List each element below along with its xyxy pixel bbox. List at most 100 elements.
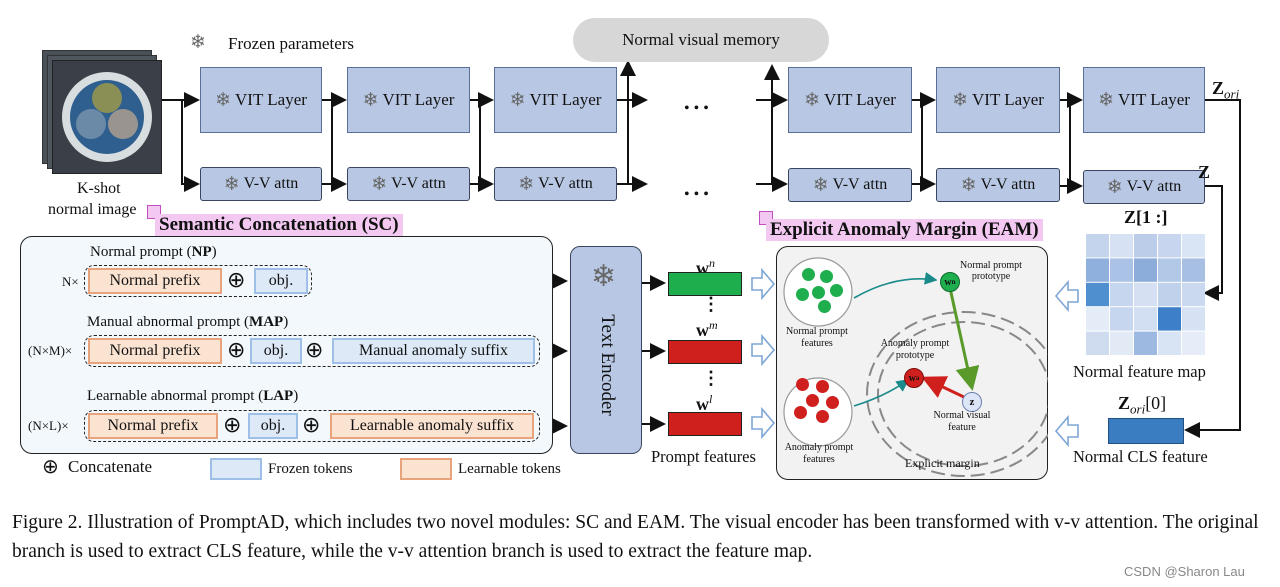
normal-feature-map [1086, 234, 1205, 355]
input-image-stack [42, 50, 164, 176]
normal-dot [796, 288, 809, 301]
lap-multiplier: (N×L)× [28, 418, 69, 433]
snowflake-icon: ❄ [190, 32, 206, 53]
anomaly-proto-label: Anomaly prompt prototype [880, 338, 950, 361]
figure-caption: Figure 2. Illustration of PromptAD, whic… [12, 512, 1259, 562]
normal-dot [812, 286, 825, 299]
np-multiplier: N× [62, 274, 79, 289]
anomaly-dot [816, 410, 829, 423]
map-obj: obj. [250, 338, 302, 364]
np-obj: obj. [254, 268, 308, 294]
eam-tag: Explicit Anomaly Margin (EAM) [766, 219, 1043, 241]
concat-legend-icon: ⊕ [42, 454, 59, 478]
learnable-token-swatch [400, 458, 452, 480]
vit-layer-2: ❄VIT Layer [347, 67, 470, 133]
vit-layer-4: ❄VIT Layer [788, 67, 912, 133]
normal-features-label: Normal prompt features [786, 326, 848, 349]
z-label: Z [1198, 162, 1211, 182]
heatmap-cell [1086, 234, 1109, 258]
vit-layer-6: ❄VIT Layer [1083, 67, 1205, 133]
map-manual-suffix: Manual anomaly suffix [332, 338, 535, 364]
input-label-line1: K-shot [77, 180, 121, 197]
heatmap-cell [1158, 282, 1181, 307]
anomaly-dot [794, 406, 807, 419]
heatmap-cell [1110, 234, 1133, 258]
heatmap-cell [1086, 331, 1109, 355]
heatmap-cell [1134, 234, 1157, 258]
concat-icon: ⊕ [302, 413, 321, 438]
cable-image [52, 60, 162, 174]
snowflake-icon: ❄ [952, 89, 968, 111]
wm-label: wm [696, 318, 718, 340]
anomaly-dot [806, 394, 819, 407]
np-title: Normal prompt (NP) [90, 244, 217, 260]
vit-layer-1: ❄VIT Layer [200, 67, 322, 133]
snowflake-icon: ❄ [509, 89, 526, 111]
ellipsis-bottom: • • • [684, 186, 709, 203]
sc-tag: Semantic Concatenation (SC) [155, 214, 403, 236]
snowflake-icon: ❄ [362, 89, 379, 111]
wl-feature [668, 412, 742, 436]
heatmap-cell [1134, 331, 1157, 355]
heatmap-cell [1182, 282, 1205, 307]
vdots-2: ⋮ [702, 368, 720, 388]
frozen-token-swatch [210, 458, 262, 480]
anomaly-dot [796, 378, 809, 391]
vit-layer-3: ❄VIT Layer [494, 67, 617, 133]
lap-learnable-suffix: Learnable anomaly suffix [330, 413, 534, 439]
anomaly-dot [816, 380, 829, 393]
snowflake-icon: ❄ [1098, 89, 1114, 111]
z-cls-label: Zori[0] [1118, 393, 1167, 417]
heatmap-cell [1158, 234, 1181, 258]
heatmap-cell [1182, 307, 1205, 331]
text-encoder: ❄ Text Encoder [570, 246, 642, 454]
normal-dot [820, 270, 833, 283]
vv-attn-6: ❄V-V attn [1083, 170, 1205, 204]
snowflake-icon: ❄ [804, 89, 820, 111]
heatmap-cell [1086, 307, 1109, 331]
map-multiplier: (N×M)× [28, 343, 73, 358]
lap-row [84, 410, 540, 442]
concat-icon: ⊕ [305, 338, 324, 363]
heatmap-cell [1086, 258, 1109, 282]
heatmap-cell [1158, 331, 1181, 355]
map-title: Manual abnormal prompt (MAP) [87, 314, 289, 330]
snowflake-icon: ❄ [591, 260, 617, 293]
cls-feature-bar [1108, 418, 1184, 444]
normal-visual-label: Normal visual feature [933, 410, 991, 433]
wl-label: wl [696, 392, 713, 414]
concat-icon: ⊕ [227, 268, 246, 293]
heatmap-cell [1182, 258, 1205, 282]
normal-proto-label: Normal prompt prototype [960, 260, 1022, 282]
prompt-features-label: Prompt features [651, 447, 756, 466]
legend-frozen-params: Frozen parameters [228, 34, 355, 53]
vit-layer-5: ❄VIT Layer [936, 67, 1060, 133]
lap-normal-prefix: Normal prefix [88, 413, 218, 439]
z-ori-label: Zori [1212, 78, 1240, 102]
snowflake-icon: ❄ [518, 173, 535, 195]
heatmap-cell [1134, 258, 1157, 282]
snowflake-icon: ❄ [812, 174, 829, 196]
ellipsis-top: • • • [684, 100, 709, 117]
heatmap-cell [1158, 307, 1181, 331]
learnable-tokens-label: Learnable tokens [458, 461, 561, 477]
wn-feature [668, 272, 742, 296]
snowflake-icon: ❄ [215, 89, 231, 111]
text-encoder-label: Text Encoder [597, 314, 618, 416]
heatmap-cell [1110, 331, 1133, 355]
vv-attn-4: ❄V-V attn [788, 168, 912, 202]
vv-attn-5: ❄V-V attn [936, 168, 1060, 202]
watermark: CSDN @Sharon Lau [1124, 564, 1245, 579]
np-row [84, 265, 312, 297]
concat-icon: ⊕ [227, 338, 246, 363]
anomaly-features-label: Anomaly prompt features [784, 442, 854, 465]
frozen-tokens-label: Frozen tokens [268, 461, 353, 477]
concat-legend-label: Concatenate [68, 457, 153, 476]
heatmap-cell [1182, 234, 1205, 258]
vv-attn-1: ❄V-V attn [200, 167, 322, 201]
heatmap-cell [1110, 258, 1133, 282]
margin-label: Explicit margin [905, 456, 980, 470]
snowflake-icon: ❄ [960, 174, 977, 196]
